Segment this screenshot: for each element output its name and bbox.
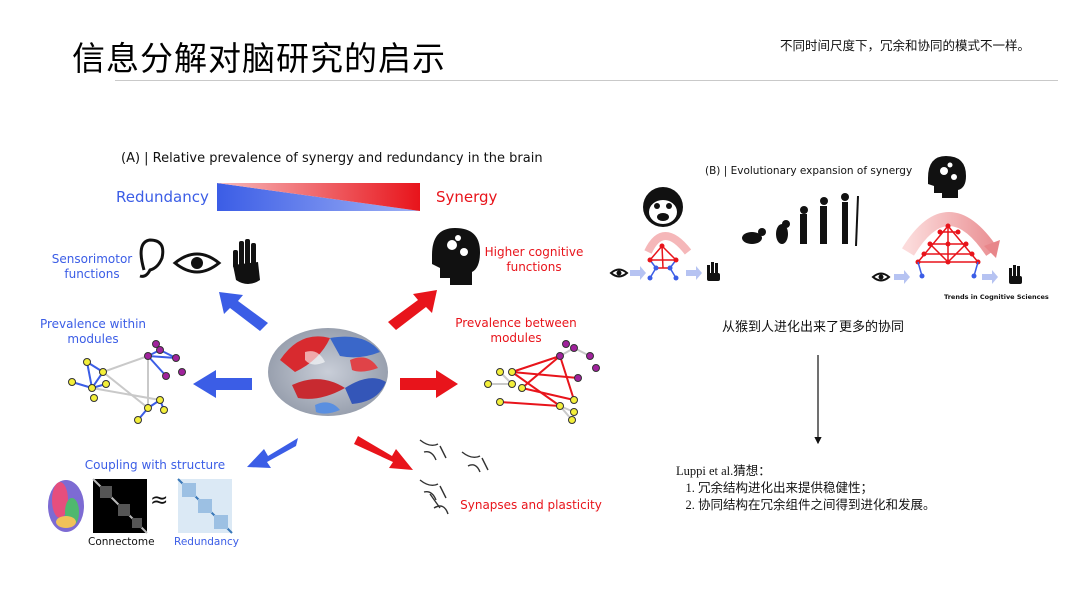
monkey-head-icon bbox=[643, 187, 683, 227]
evolution-caption: 从猴到人进化出来了更多的协同 bbox=[722, 320, 905, 335]
synergy-label: Synergy bbox=[436, 188, 498, 206]
synapse-icons bbox=[419, 439, 489, 515]
slide-note: 不同时间尺度下，冗余和协同的模式不一样。 bbox=[779, 38, 1030, 53]
connectome-label: Connectome bbox=[88, 536, 155, 548]
page-title: 信息分解对脑研究的启示 bbox=[72, 39, 446, 78]
hand-icon-small-left bbox=[707, 262, 720, 281]
blue-arrows bbox=[193, 292, 298, 468]
flow-arrows-left bbox=[630, 266, 702, 280]
eye-icon-small-right bbox=[871, 272, 891, 282]
coupling-label: Coupling with structure bbox=[84, 458, 226, 472]
brain-image bbox=[268, 328, 388, 416]
luppi-item: 协同结构在冗余组件之间得到进化和发展。 bbox=[698, 497, 936, 514]
hand-icon bbox=[233, 239, 260, 284]
redundancy-matrix bbox=[177, 478, 233, 534]
approx-symbol: ≈ bbox=[150, 488, 169, 513]
connectome-matrix bbox=[92, 478, 148, 534]
evolution-silhouettes bbox=[742, 193, 859, 247]
redundancy-synergy-bar bbox=[217, 183, 420, 211]
brain-tractography-image bbox=[48, 480, 84, 532]
figure-b-title: (B) | Evolutionary expansion of synergy bbox=[705, 165, 913, 177]
luppi-heading: Luppi et al.猜想： bbox=[676, 464, 771, 478]
redundancy-label: Redundancy bbox=[116, 188, 209, 206]
journal-credit: Trends in Cognitive Sciences bbox=[944, 293, 1049, 301]
large-synergy-network bbox=[902, 212, 1000, 279]
redundancy-matrix-label: Redundancy bbox=[174, 536, 239, 548]
figure-a-title: (A) | Relative prevalence of synergy and… bbox=[121, 151, 543, 166]
human-head-gears-icon bbox=[928, 156, 966, 198]
synapses-label: Synapses and plasticity bbox=[460, 498, 602, 512]
title-divider bbox=[115, 80, 1058, 81]
red-arrows bbox=[354, 290, 458, 470]
between-modules-network bbox=[484, 340, 600, 424]
head-gears-icon bbox=[432, 228, 480, 285]
small-synergy-network bbox=[644, 232, 692, 281]
hand-icon-small-right bbox=[1009, 265, 1022, 284]
eye-icon-small-left bbox=[609, 268, 629, 278]
luppi-hypothesis: Luppi et al.猜想： 冗余结构进化出来提供稳健性； 协同结构在冗余组件… bbox=[676, 463, 936, 514]
flow-arrows-right bbox=[894, 270, 998, 284]
ear-icon bbox=[139, 238, 165, 278]
within-modules-network bbox=[68, 340, 186, 424]
eye-icon bbox=[172, 252, 222, 274]
luppi-item: 冗余结构进化出来提供稳健性； bbox=[698, 480, 936, 497]
